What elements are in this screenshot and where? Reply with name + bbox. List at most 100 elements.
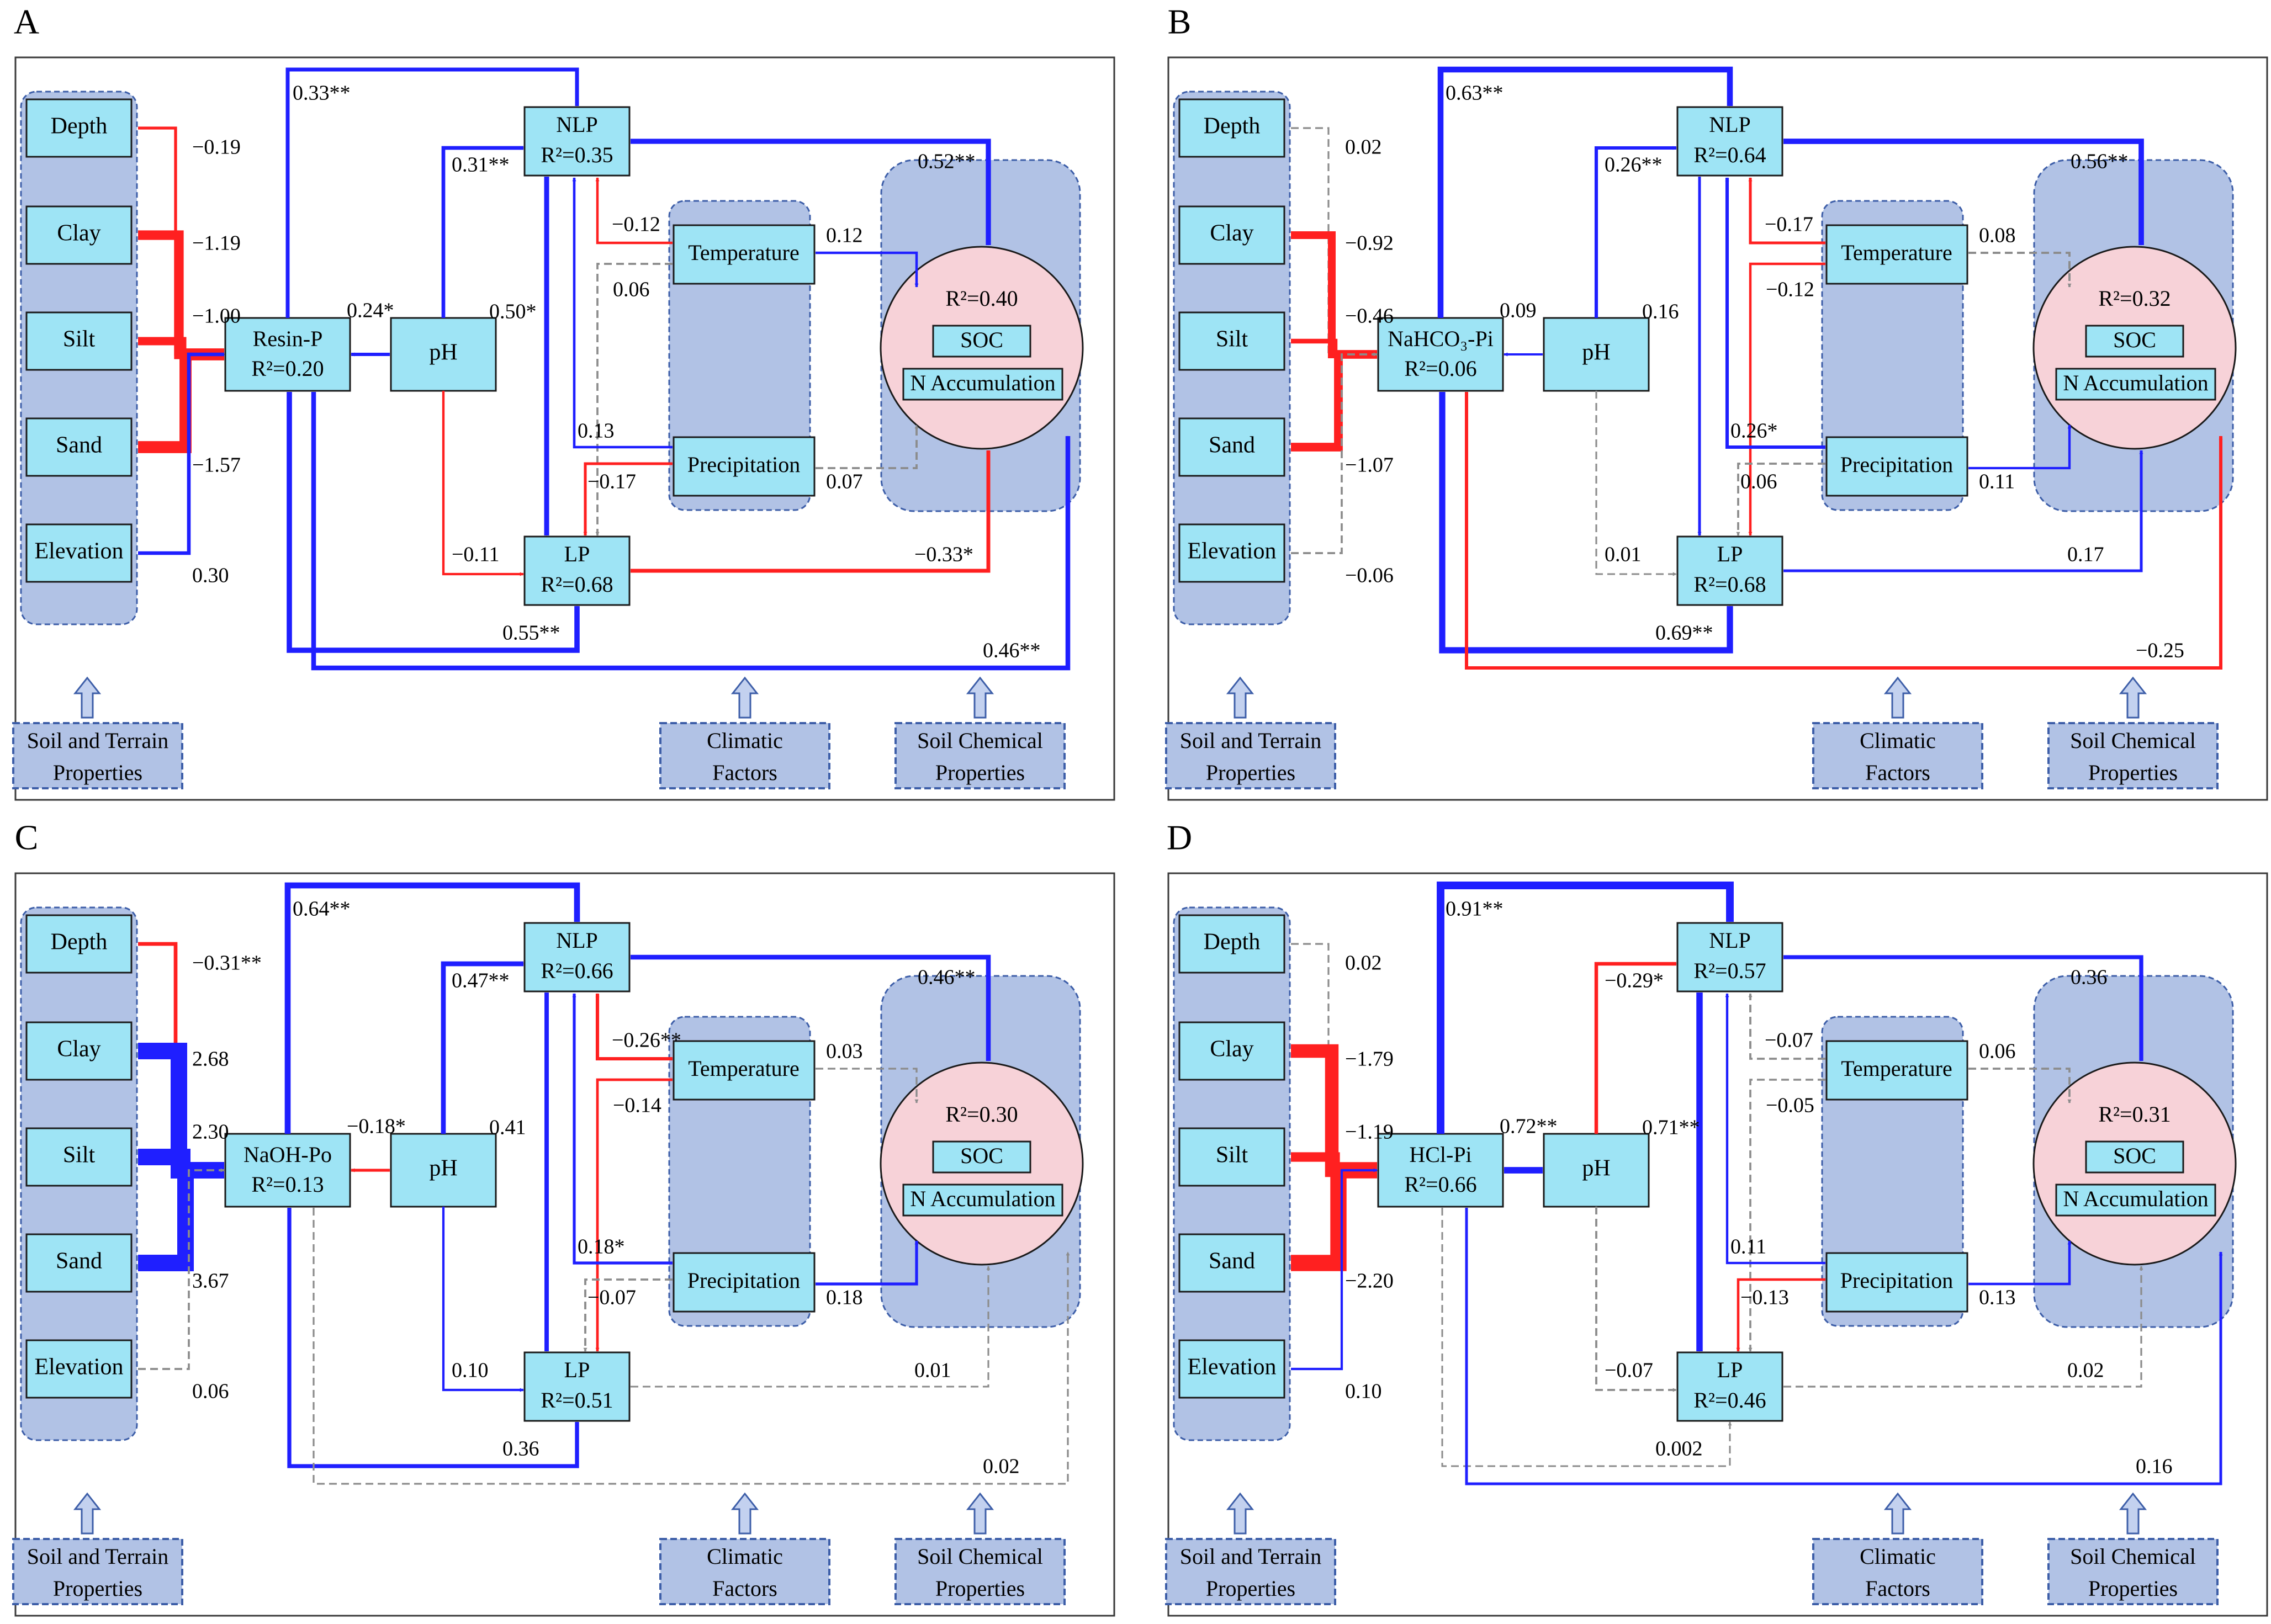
n-accumulation-label: N Accumulation	[910, 370, 1055, 395]
coef-nlp-to-lp: 0.16	[1642, 300, 1679, 323]
soil-label-depth: Depth	[51, 930, 108, 955]
path-lp-to-chem	[1783, 1266, 2143, 1388]
coef-prec-to-nlp: 0.11	[1730, 1235, 1766, 1259]
ph-box	[390, 317, 497, 392]
soil-label-depth: Depth	[1204, 930, 1261, 955]
path-p-to-lp	[287, 1208, 579, 1468]
coef-temp-to-nlp: −0.17	[1765, 213, 1813, 236]
coef-soil-silt: −1.00	[192, 305, 241, 328]
soil-box-silt	[1178, 1127, 1285, 1187]
soil-label-silt: Silt	[63, 1143, 96, 1168]
path-soil-sand	[138, 1162, 225, 1271]
coef-soil-elevation: 0.06	[192, 1380, 229, 1403]
path-p-to-lp	[1441, 1208, 1732, 1467]
p-fraction-r2: R²=0.06	[1404, 356, 1476, 381]
coef-temp-to-nlp: −0.26**	[612, 1029, 681, 1052]
ph-label: pH	[1582, 1156, 1610, 1181]
lp-name: LP	[564, 1357, 590, 1382]
path-p-to-lp	[1439, 392, 1733, 654]
precipitation-box	[1825, 1252, 1968, 1313]
category-climate-line1: Climatic	[1860, 728, 1936, 753]
p-fraction-name: NaHCO₃-Pi	[1388, 326, 1494, 351]
coef-prec-to-lp: −0.13	[1740, 1286, 1789, 1309]
coef-nlp-to-lp: 0.41	[489, 1116, 526, 1139]
soil-label-elevation: Elevation	[1188, 1355, 1277, 1380]
category-climate-line2: Factors	[712, 1576, 777, 1601]
path-temp-to-nlp	[595, 993, 673, 1061]
nlp-r2: R²=0.57	[1693, 958, 1766, 983]
lp-r2: R²=0.68	[1693, 572, 1766, 597]
coef-ph-to-p: 0.24*	[347, 299, 394, 322]
temperature-label: Temperature	[688, 1056, 800, 1081]
coef-ph-to-p: 0.72**	[1500, 1115, 1558, 1138]
category-climate-up-arrow	[730, 1492, 759, 1535]
coef-prec-to-chem: 0.13	[1979, 1286, 2016, 1309]
coef-temp-to-lp: −0.12	[1766, 278, 1814, 301]
coef-soil-silt: 2.30	[192, 1121, 229, 1144]
temperature-box	[1825, 1040, 1968, 1101]
category-climate-line2: Factors	[712, 760, 777, 785]
category-chem-line1: Soil Chemical	[917, 728, 1043, 753]
precipitation-box	[1825, 436, 1968, 497]
path-nlp-to-chem	[631, 139, 991, 246]
soil-label-silt: Silt	[1216, 1143, 1248, 1168]
coef-p-to-lp: 0.69**	[1655, 622, 1713, 645]
soil-label-elevation: Elevation	[35, 539, 124, 564]
category-soil-line1: Soil and Terrain	[27, 1544, 168, 1569]
soil-box-depth	[25, 914, 133, 974]
path-temp-to-nlp	[595, 177, 673, 245]
coef-nlp-to-chem: 0.46**	[918, 966, 976, 989]
soil-box-sand	[1178, 1233, 1285, 1293]
coef-soil-clay: −1.19	[192, 232, 241, 255]
path-prec-to-nlp	[1725, 177, 1825, 449]
soil-label-silt: Silt	[63, 327, 96, 352]
nlp-name: NLP	[556, 928, 598, 953]
path-soil-sand	[1291, 350, 1378, 452]
soil-label-silt: Silt	[1216, 327, 1248, 352]
temperature-label: Temperature	[1841, 240, 1952, 265]
coef-soil-clay: 2.68	[192, 1048, 229, 1071]
path-temp-to-lp	[595, 1078, 673, 1352]
path-lp-to-chem	[1783, 450, 2143, 572]
coef-soil-clay: −0.92	[1345, 232, 1394, 255]
path-temp-to-nlp	[1748, 993, 1825, 1060]
coef-p-to-nlp: 0.91**	[1446, 898, 1504, 921]
category-climate-line2: Factors	[1865, 760, 1930, 785]
coef-temp-to-nlp: −0.07	[1765, 1029, 1813, 1052]
path-temp-to-chem	[1968, 252, 2072, 288]
precipitation-box	[673, 1252, 816, 1313]
ph-label: pH	[429, 340, 457, 365]
path-p-to-lp	[287, 392, 580, 653]
soil-box-sand	[1178, 417, 1285, 477]
coef-ph-to-lp: −0.11	[452, 543, 500, 566]
coef-nlp-to-chem: 0.56**	[2071, 150, 2129, 173]
nlp-box	[523, 922, 631, 993]
lp-box	[1676, 535, 1783, 606]
path-ph-to-nlp	[441, 146, 524, 318]
coef-temp-to-lp: −0.14	[613, 1094, 661, 1117]
n-accumulation-label: N Accumulation	[2063, 370, 2208, 395]
path-temp-to-chem	[816, 1068, 919, 1103]
coef-prec-to-lp: 0.06	[1740, 470, 1777, 493]
soil-box-silt	[1178, 311, 1285, 371]
coef-ph-to-lp: 0.10	[452, 1359, 489, 1382]
precipitation-label: Precipitation	[687, 452, 800, 477]
coef-temp-to-lp: 0.06	[613, 278, 650, 301]
coef-ph-to-lp: 0.01	[1605, 543, 1642, 566]
soil-box-depth	[25, 98, 133, 158]
soil-box-elevation	[1178, 1339, 1285, 1399]
path-ph-to-lp	[1595, 391, 1677, 576]
category-chem-line1: Soil Chemical	[917, 1544, 1043, 1569]
category-climate-up-arrow	[730, 676, 759, 719]
category-climate-up-arrow	[1883, 1492, 1912, 1535]
p-fraction-r2: R²=0.13	[251, 1172, 324, 1197]
coef-soil-depth: −0.19	[192, 136, 241, 159]
ph-label: pH	[1582, 340, 1610, 365]
soil-box-clay	[25, 205, 133, 265]
path-nlp-to-chem	[1783, 955, 2143, 1062]
soil-label-elevation: Elevation	[35, 1355, 124, 1380]
coef-soil-sand: −1.57	[192, 454, 241, 477]
soil-box-depth	[1178, 914, 1285, 974]
